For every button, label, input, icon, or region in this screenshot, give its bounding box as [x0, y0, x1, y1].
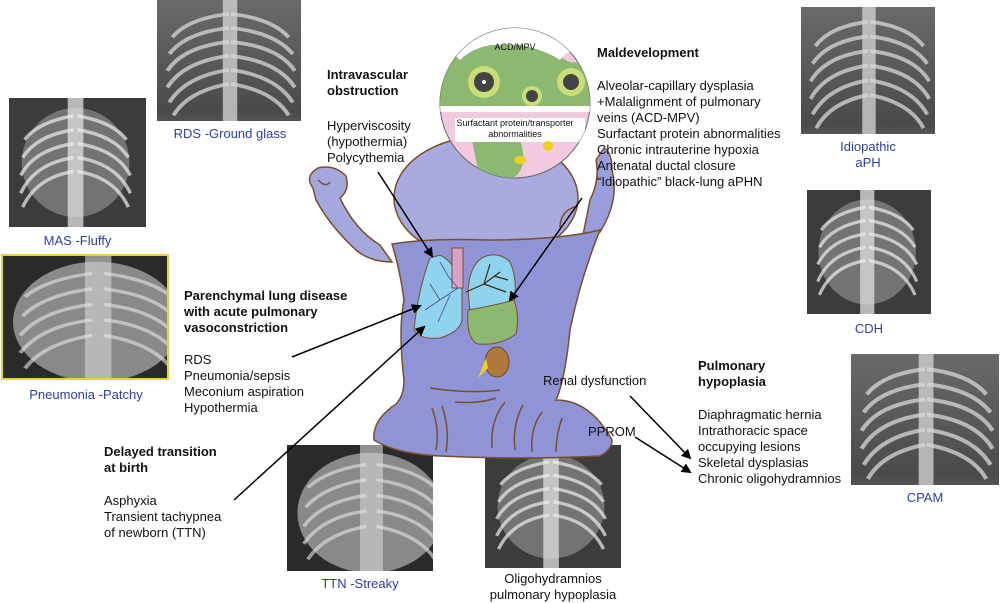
list-item: Asphyxia [104, 493, 157, 508]
arrow-intravascular [377, 171, 434, 258]
caption-oligo-line1: Oligohydramnios [504, 571, 602, 586]
heading-delayed: Delayed transition at birth [104, 444, 217, 475]
list-item: “Idiopathic” black-lung aPHN [597, 174, 763, 189]
xray-image [807, 190, 931, 314]
list-item: Skeletal dysplasias [698, 455, 809, 470]
list-intravascular: Hyperviscosity (hypothermia) Polycythemi… [327, 118, 411, 166]
xray-cdh [807, 190, 931, 314]
inset-bottom-label: Surfactant protein/transporter abnormali… [452, 118, 578, 140]
caption-oligo-line2: pulmonary hypoplasia [489, 587, 617, 602]
caption-cpam: CPAM [906, 490, 944, 505]
xray-image [287, 445, 433, 571]
list-item: Chronic oligohydramnios [698, 471, 842, 486]
xray-pneumonia [1, 254, 169, 380]
inset-top-label: ACD/MPV [494, 42, 536, 52]
list-hypoplasia: Diaphragmatic hernia Intrathoracic space… [698, 407, 841, 487]
list-item: Hypothermia [184, 400, 258, 415]
list-item: Pneumonia/sepsis [184, 368, 291, 383]
list-item: occupying lesions [698, 439, 801, 454]
xray-oligo [485, 445, 621, 568]
xray-ttn [287, 445, 433, 571]
list-item: Chronic intrauterine hypoxia [597, 142, 759, 157]
kidney [478, 346, 510, 378]
list-item: (hypothermia) [327, 134, 408, 149]
caption-idiopathic-line2: aPH [855, 155, 881, 170]
heading-maldevelopment: Maldevelopment [597, 45, 699, 60]
arrow-pprom [634, 436, 692, 474]
xray-rds [157, 0, 301, 121]
inset-bottom-label-line1: Surfactant protein/transporter [456, 118, 574, 128]
heading-parenchymal: Parenchymal lung disease with acute pulm… [184, 288, 348, 335]
baby-body [308, 135, 615, 459]
list-item: Polycythemia [327, 150, 405, 165]
caption-mas: MAS -Fluffy [43, 233, 112, 248]
caption-ttn: TTN -Streaky [321, 576, 399, 591]
list-item: +Malalignment of pulmonary [597, 94, 761, 109]
xray-image [9, 98, 146, 227]
list-item: of newborn (TTN) [104, 525, 206, 540]
list-item: RDS [184, 352, 212, 367]
list-item: Surfactant protein abnormalities [597, 126, 781, 141]
caption-rds: RDS -Ground glass [173, 126, 287, 141]
list-parenchymal: RDS Pneumonia/sepsis Meconium aspiration… [184, 352, 304, 416]
vessels-dark [465, 263, 509, 293]
caption-pneumonia: Pneumonia -Patchy [29, 387, 143, 402]
list-delayed: Asphyxia Transient tachypnea of newborn … [104, 493, 221, 541]
heading-hypoplasia: Pulmonary hypoplasia [698, 358, 766, 389]
label-pprom: PPROM [588, 424, 636, 439]
caption-idiopathic: Idiopathic aPH [801, 139, 935, 171]
xray-idiopathic [801, 7, 935, 134]
list-maldevelopment: Alveolar-capillary dysplasia +Malalignme… [597, 78, 781, 190]
vessels [424, 261, 459, 323]
caption-idiopathic-line1: Idiopathic [840, 139, 896, 154]
list-item: veins (ACD-MPV) [597, 110, 700, 125]
arrow-maldevelopment [508, 197, 583, 302]
arrow-renal [629, 395, 692, 460]
label-renal-dysfunction: Renal dysfunction [543, 373, 647, 388]
list-item: Diaphragmatic hernia [698, 407, 822, 422]
list-item: Transient tachypnea [104, 509, 222, 524]
inset-bottom-label-line2: abnormalities [488, 129, 542, 139]
list-item: Hyperviscosity [327, 118, 411, 133]
list-item: Antenatal ductal closure [597, 158, 736, 173]
xray-image [157, 0, 301, 121]
xray-cpam [851, 354, 999, 485]
xray-mas [9, 98, 146, 227]
list-item: Alveolar-capillary dysplasia [597, 78, 754, 93]
list-item: Intrathoracic space [698, 423, 808, 438]
lungs [413, 247, 519, 345]
caption-cdh: CDH [854, 321, 884, 336]
xray-image [851, 354, 999, 485]
heading-intravascular: Intravascular obstruction [327, 67, 408, 98]
xray-image [485, 445, 621, 568]
list-item: Meconium aspiration [184, 384, 304, 399]
xray-image [801, 7, 935, 134]
caption-oligo: Oligohydramnios pulmonary hypoplasia [470, 571, 636, 603]
xray-image [1, 254, 169, 380]
